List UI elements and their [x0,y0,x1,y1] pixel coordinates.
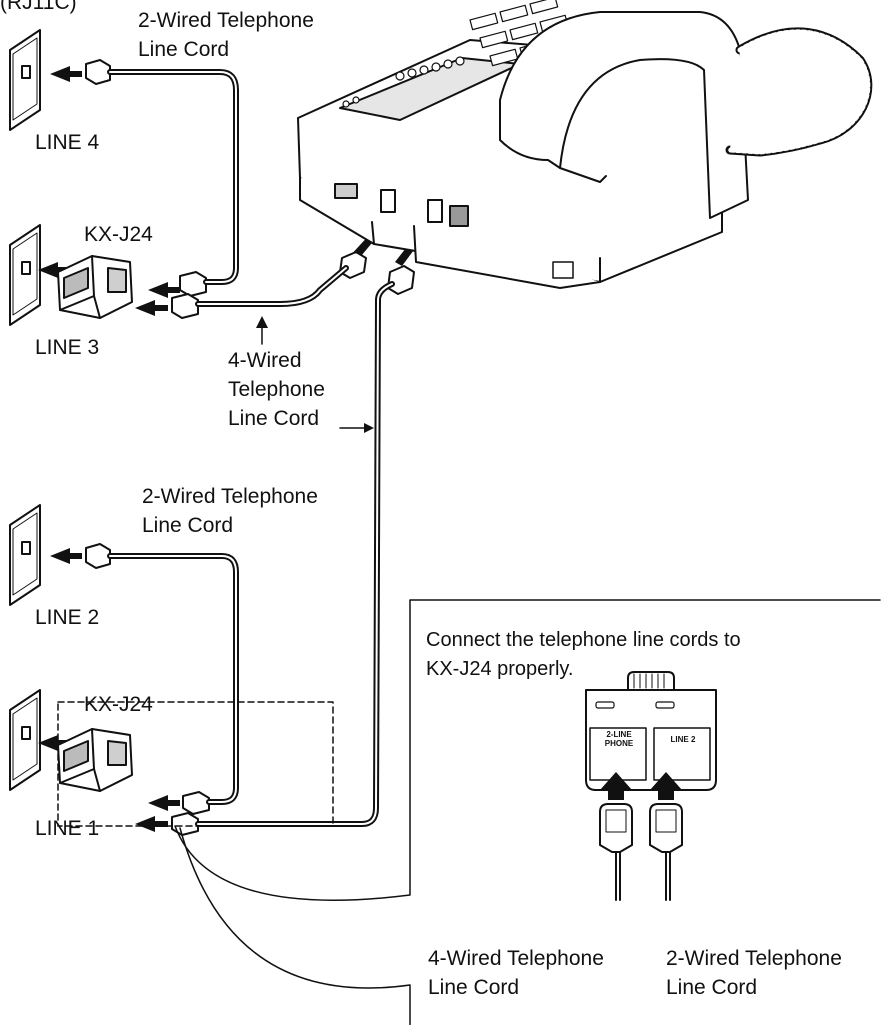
line2-label: LINE 2 [35,606,100,629]
port-label-2line-phone-line2: PHONE [604,739,634,748]
jack-type-label: (RJ11C) [0,0,77,14]
telephone-unit [297,0,873,289]
inset-instruction-line1: Connect the telephone line cords to [426,629,741,651]
cord-line1-4wire [195,281,395,827]
kx-j24-adapter-top [57,255,133,319]
kx-j24-adapter-bottom [57,728,133,792]
cord-label-2wire-top-line1: 2-Wired Telephone [138,9,314,32]
inset-caption-2wire-line1: 2-Wired Telephone [666,947,842,970]
cord-label-4wire-line2: Telephone [228,378,325,401]
wall-jack-line1 [9,689,41,791]
line3-label: LINE 3 [35,336,100,359]
cord-label-2wire-mid-line2: Line Cord [142,514,234,537]
inset-caption-4wire-line2: Line Cord [428,976,520,999]
wall-jack-line3 [9,224,41,326]
kx-j24-highlight-box [57,701,334,827]
cord-label-2wire-top-line2: Line Cord [138,38,230,61]
callout-lower [179,827,411,1025]
callout-upper [174,599,881,901]
cord-line3-4wire [195,265,349,307]
cord-label-2wire-top: 2-Wired Telephone Line Cord [138,6,314,64]
line4-label: LINE 4 [35,131,100,154]
port-label-line2: LINE 2 [670,735,696,744]
inset-instruction: Connect the telephone line cords to KX-J… [426,626,741,684]
inset-caption-2wire: 2-Wired Telephone Line Cord [666,944,842,1002]
cord-label-4wire-line3: Line Cord [228,407,320,430]
cord-label-2wire-mid: 2-Wired Telephone Line Cord [142,482,318,540]
kx-j24-label-bottom: KX-J24 [84,693,153,716]
inset-arrows [600,772,682,800]
kx-j24-label-top: KX-J24 [84,223,153,246]
port-label-2line-phone-line1: 2-LINE [606,730,632,739]
port-label-2line-phone: 2-LINE PHONE [594,730,644,748]
inset-caption-2wire-line2: Line Cord [666,976,758,999]
cord-line2 [107,553,239,805]
wall-jack-line2 [9,504,41,606]
inset-caption-4wire: 4-Wired Telephone Line Cord [428,944,604,1002]
line1-label: LINE 1 [35,817,100,840]
inset-caption-4wire-line1: 4-Wired Telephone [428,947,604,970]
modular-plugs [85,59,415,836]
wall-jack-line4 [9,29,41,131]
cord-line4 [107,69,239,285]
inset-instruction-line2: KX-J24 properly. [426,658,574,680]
cord-label-4wire-line1: 4-Wired [228,349,302,372]
inset-adapter [585,671,717,901]
cord-label-2wire-mid-line1: 2-Wired Telephone [142,485,318,508]
cord-label-4wire: 4-Wired Telephone Line Cord [228,346,325,433]
